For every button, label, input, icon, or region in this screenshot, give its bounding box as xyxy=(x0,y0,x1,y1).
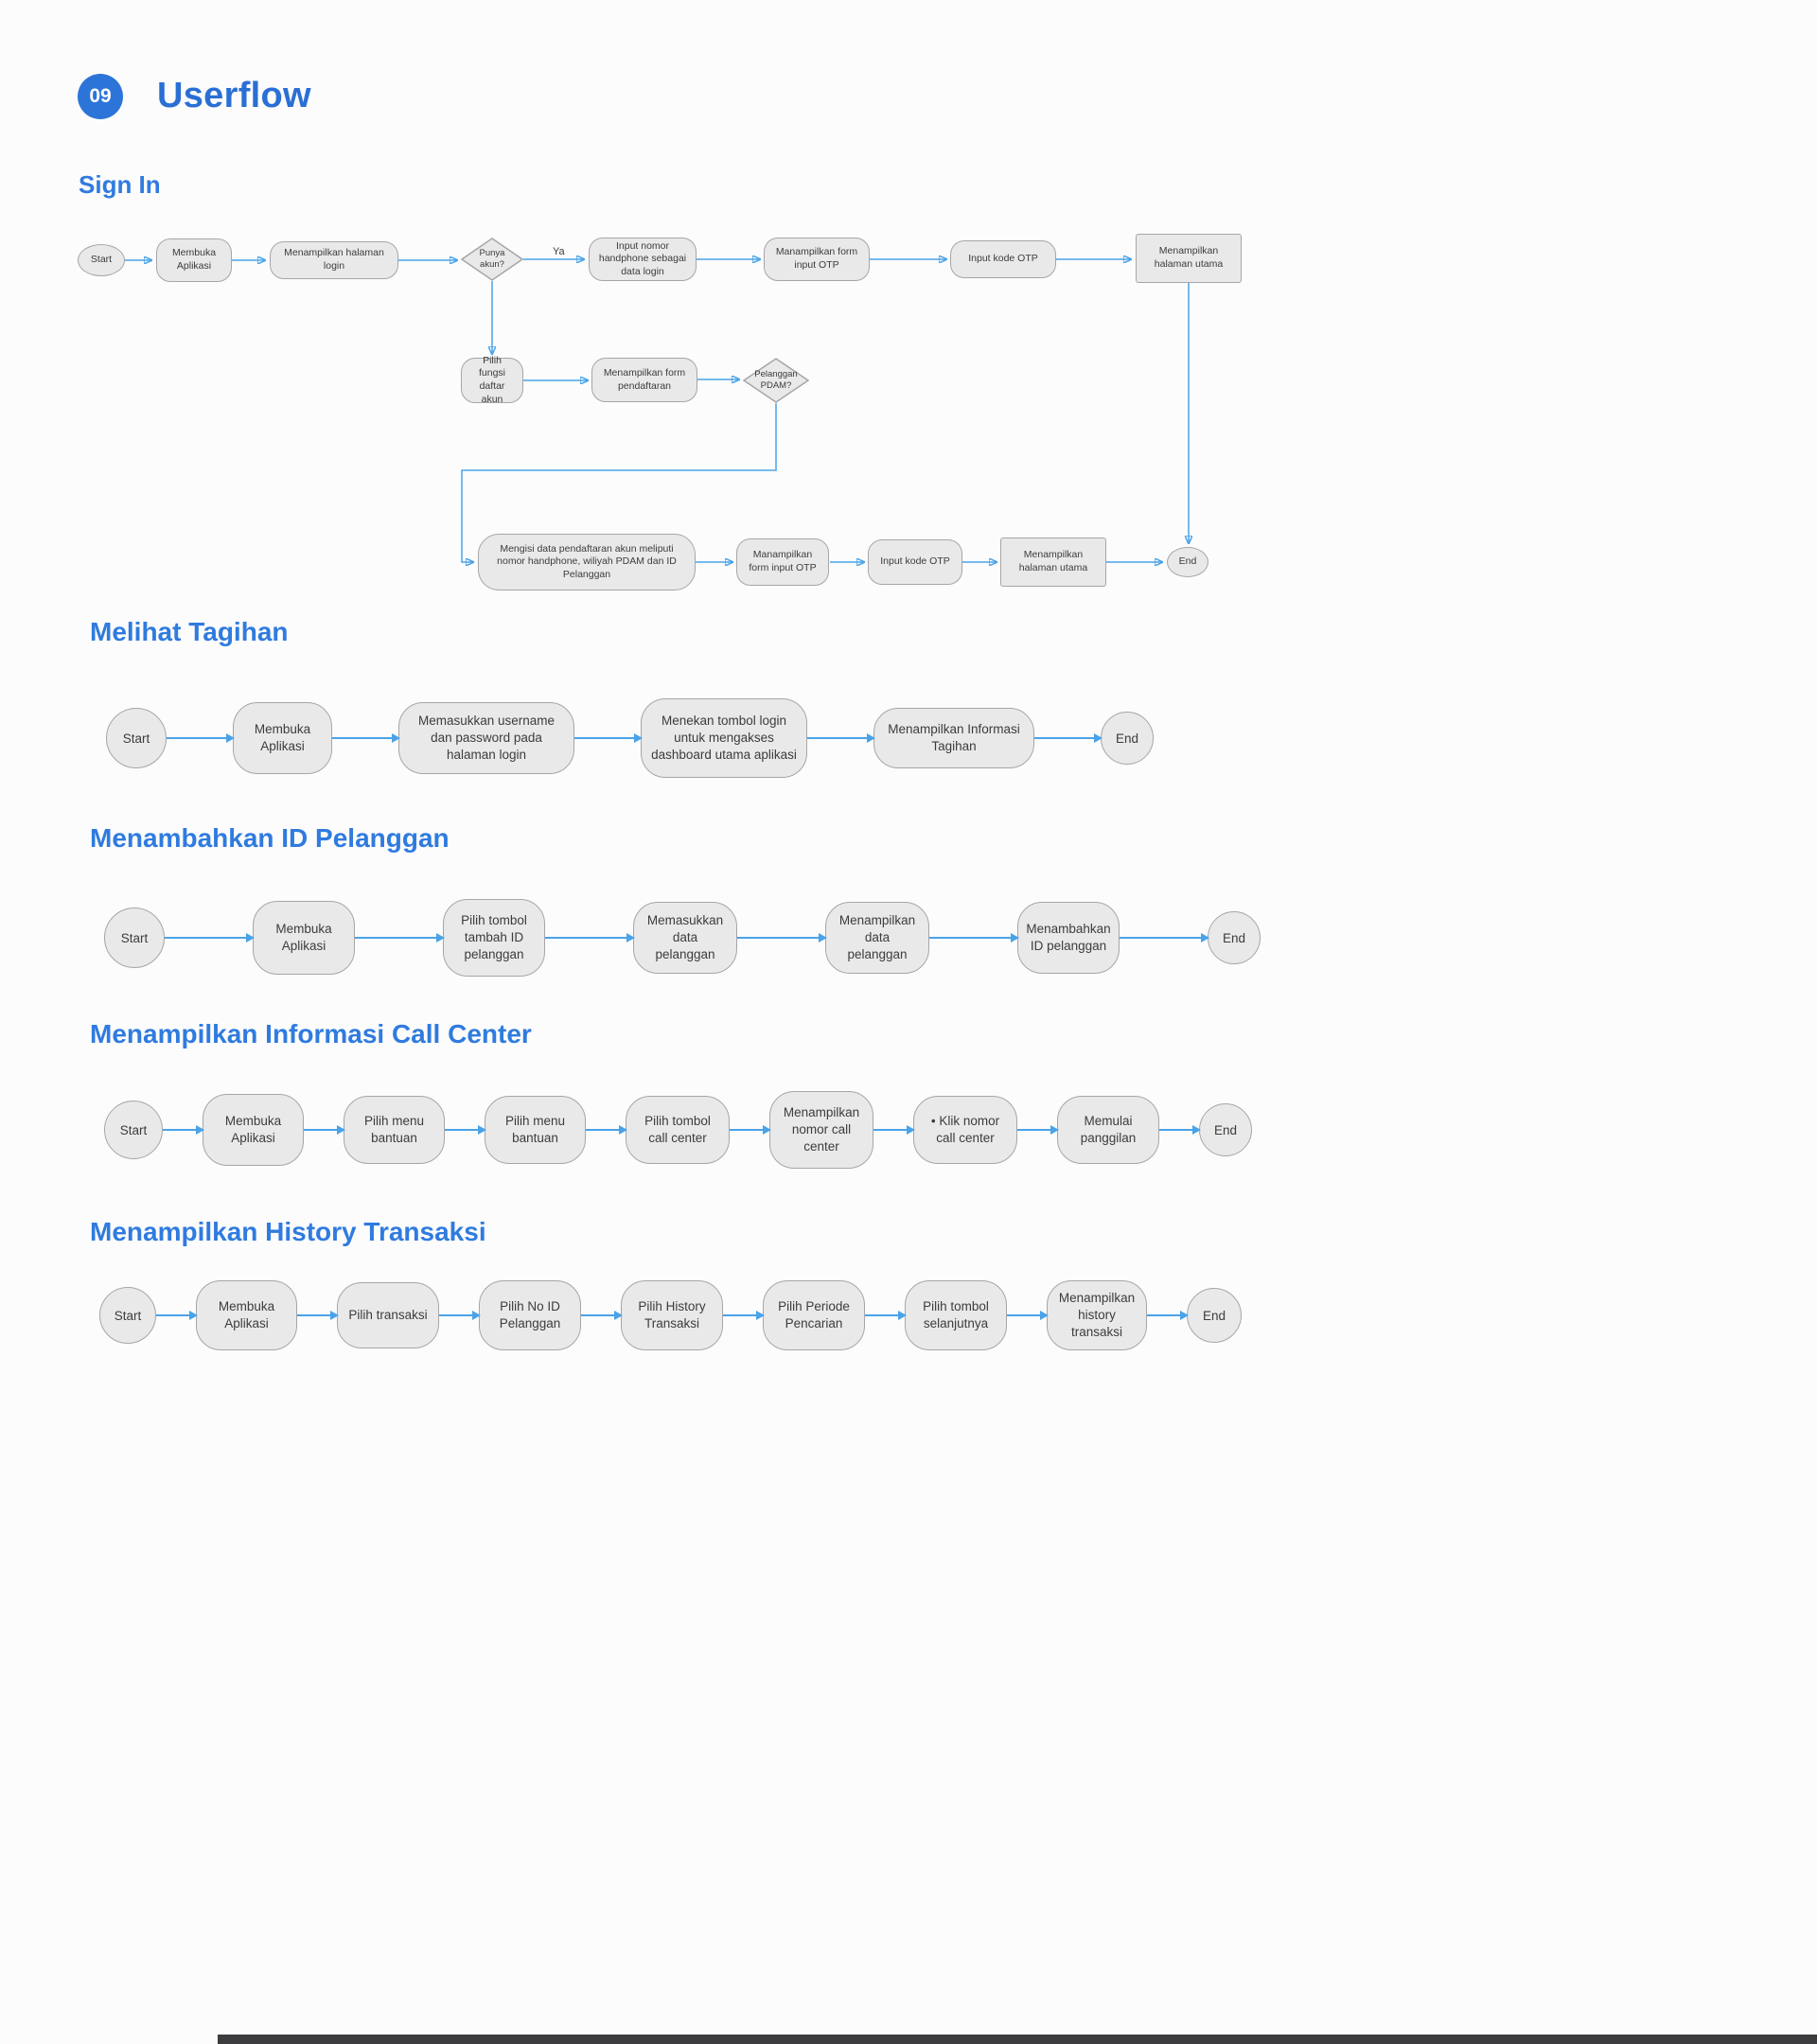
signin-node-form-pendaftaran: Menampilkan form pendaftaran xyxy=(591,358,697,402)
flow-node-process: Membuka Aplikasi xyxy=(196,1280,297,1350)
flow-node-process: Menampilkan history transaksi xyxy=(1047,1280,1147,1350)
flow-node-process: • Klik nomor call center xyxy=(913,1096,1017,1164)
flow-arrow xyxy=(1120,933,1209,943)
edge-label-ya: Ya xyxy=(553,246,565,257)
flow-node-process: Pilih tombol tambah ID pelanggan xyxy=(443,899,545,977)
flow-arrow xyxy=(163,1125,204,1135)
signin-node-halaman-utama-1: Menampilkan halaman utama xyxy=(1136,234,1242,283)
flow-arrow xyxy=(929,933,1019,943)
flow-arrow xyxy=(581,1311,623,1320)
flow-node-process: Menampilkan data pelanggan xyxy=(825,902,929,974)
flow-heading-menambahkan-id: Menambahkan ID Pelanggan xyxy=(90,823,450,853)
signin-node-halaman-login: Menampilkan halaman login xyxy=(270,241,398,279)
flow-node-process: Membuka Aplikasi xyxy=(203,1094,304,1166)
flow-row-menambahkan-id: Start Membuka Aplikasi Pilih tombol tambah… xyxy=(104,890,1261,985)
flow-node-end: End xyxy=(1199,1103,1252,1156)
flow-arrow xyxy=(439,1311,481,1320)
flow-arrow xyxy=(574,733,643,743)
signin-node-start: Start xyxy=(78,244,125,276)
flow-arrow xyxy=(1159,1125,1201,1135)
flow-node-start: Start xyxy=(99,1287,156,1344)
flow-node-process: Menampilkan Informasi Tagihan xyxy=(873,708,1034,768)
flow-arrow xyxy=(1034,733,1103,743)
flow-node-end: End xyxy=(1101,712,1154,765)
signin-connectors xyxy=(125,218,1817,625)
signin-node-membuka-aplikasi: Membuka Aplikasi xyxy=(156,238,232,282)
flow-node-process: Pilih No ID Pelanggan xyxy=(479,1280,581,1350)
flow-arrow xyxy=(165,933,255,943)
page-edge-strip xyxy=(218,2035,1817,2044)
flow-arrow xyxy=(807,733,875,743)
signin-diagram: Start Membuka Aplikasi Menampilkan halam… xyxy=(0,218,1817,625)
flow-node-process: Memasukkan username dan password pada ha… xyxy=(398,702,574,774)
section-number-badge: 09 xyxy=(78,74,123,119)
flow-row-call-center: Start Membuka Aplikasi Pilih menu bantuan P… xyxy=(104,1083,1252,1177)
flow-arrow xyxy=(865,1311,907,1320)
flow-arrow xyxy=(332,733,400,743)
flow-row-melihat-tagihan: Start Membuka Aplikasi Memasukkan username… xyxy=(106,691,1154,785)
signin-node-halaman-utama-2: Menampilkan halaman utama xyxy=(1000,537,1106,587)
signin-node-mengisi-data: Mengisi data pendaftaran akun meliputi n… xyxy=(478,534,696,590)
flow-node-process: Menambahkan ID pelanggan xyxy=(1017,902,1120,974)
flow-heading-history-transaksi: Menampilkan History Transaksi xyxy=(90,1217,486,1246)
signin-node-end: End xyxy=(1167,547,1208,577)
flow-arrow xyxy=(167,733,235,743)
diamond-label: Punya akun? xyxy=(479,248,505,270)
flow-node-process: Membuka Aplikasi xyxy=(253,901,355,975)
flow-node-process: Menampilkan nomor call center xyxy=(769,1091,873,1169)
flow-node-end: End xyxy=(1208,911,1261,964)
signin-node-pelanggan-pdam: Pelanggan PDAM? xyxy=(743,358,809,403)
flow-arrow xyxy=(1007,1311,1049,1320)
signin-node-input-kode-otp-2: Input kode OTP xyxy=(868,539,962,585)
signin-node-form-otp-1: Manampilkan form input OTP xyxy=(764,238,870,281)
flow-node-process: Pilih tombol call center xyxy=(626,1096,730,1164)
flow-row-history-transaksi: Start Membuka Aplikasi Pilih transaksi Pili… xyxy=(99,1268,1242,1363)
diamond-shape xyxy=(461,238,523,281)
flow-node-process: Memasukkan data pelanggan xyxy=(633,902,737,974)
page-title: Userflow xyxy=(157,76,311,115)
flow-node-process: Pilih tombol selanjutnya xyxy=(905,1280,1007,1350)
diamond-label: Pelanggan PDAM? xyxy=(754,369,798,391)
flow-arrow xyxy=(304,1125,345,1135)
flow-node-start: Start xyxy=(106,708,167,768)
flow-arrow xyxy=(445,1125,486,1135)
signin-heading: Sign In xyxy=(79,170,161,199)
flow-heading-call-center: Menampilkan Informasi Call Center xyxy=(90,1019,532,1048)
flow-node-start: Start xyxy=(104,1101,163,1159)
flow-node-process: Pilih Periode Pencarian xyxy=(763,1280,865,1350)
flow-arrow xyxy=(730,1125,771,1135)
flow-arrow xyxy=(156,1311,198,1320)
flow-heading-melihat-tagihan: Melihat Tagihan xyxy=(90,617,289,646)
flow-arrow xyxy=(545,933,635,943)
flow-arrow xyxy=(873,1125,915,1135)
signin-node-pilih-daftar: Pilih fungsi daftar akun xyxy=(461,355,523,405)
flow-node-process: Memulai panggilan xyxy=(1057,1096,1159,1164)
flow-node-end: End xyxy=(1187,1288,1242,1343)
flow-arrow xyxy=(1147,1311,1189,1320)
flow-node-start: Start xyxy=(104,907,165,968)
flow-arrow xyxy=(723,1311,765,1320)
flow-arrow xyxy=(586,1125,627,1135)
flow-arrow xyxy=(1017,1125,1059,1135)
flow-node-process: Pilih History Transaksi xyxy=(621,1280,723,1350)
flow-arrow xyxy=(737,933,827,943)
signin-node-punya-akun: Punya akun? xyxy=(461,238,523,281)
flow-node-process: Pilih menu bantuan xyxy=(344,1096,445,1164)
signin-node-input-nomor: Input nomor handphone sebagai data login xyxy=(589,238,697,281)
signin-node-form-otp-2: Manampilkan form input OTP xyxy=(736,538,829,586)
flow-node-process: Menekan tombol login untuk mengakses das… xyxy=(641,698,807,778)
flow-arrow xyxy=(297,1311,339,1320)
flow-node-process: Pilih menu bantuan xyxy=(485,1096,586,1164)
flow-arrow xyxy=(355,933,445,943)
flow-node-process: Membuka Aplikasi xyxy=(233,702,332,774)
diamond-shape xyxy=(743,358,809,403)
flow-node-process: Pilih transaksi xyxy=(337,1282,439,1348)
signin-node-input-kode-otp-1: Input kode OTP xyxy=(950,240,1056,278)
